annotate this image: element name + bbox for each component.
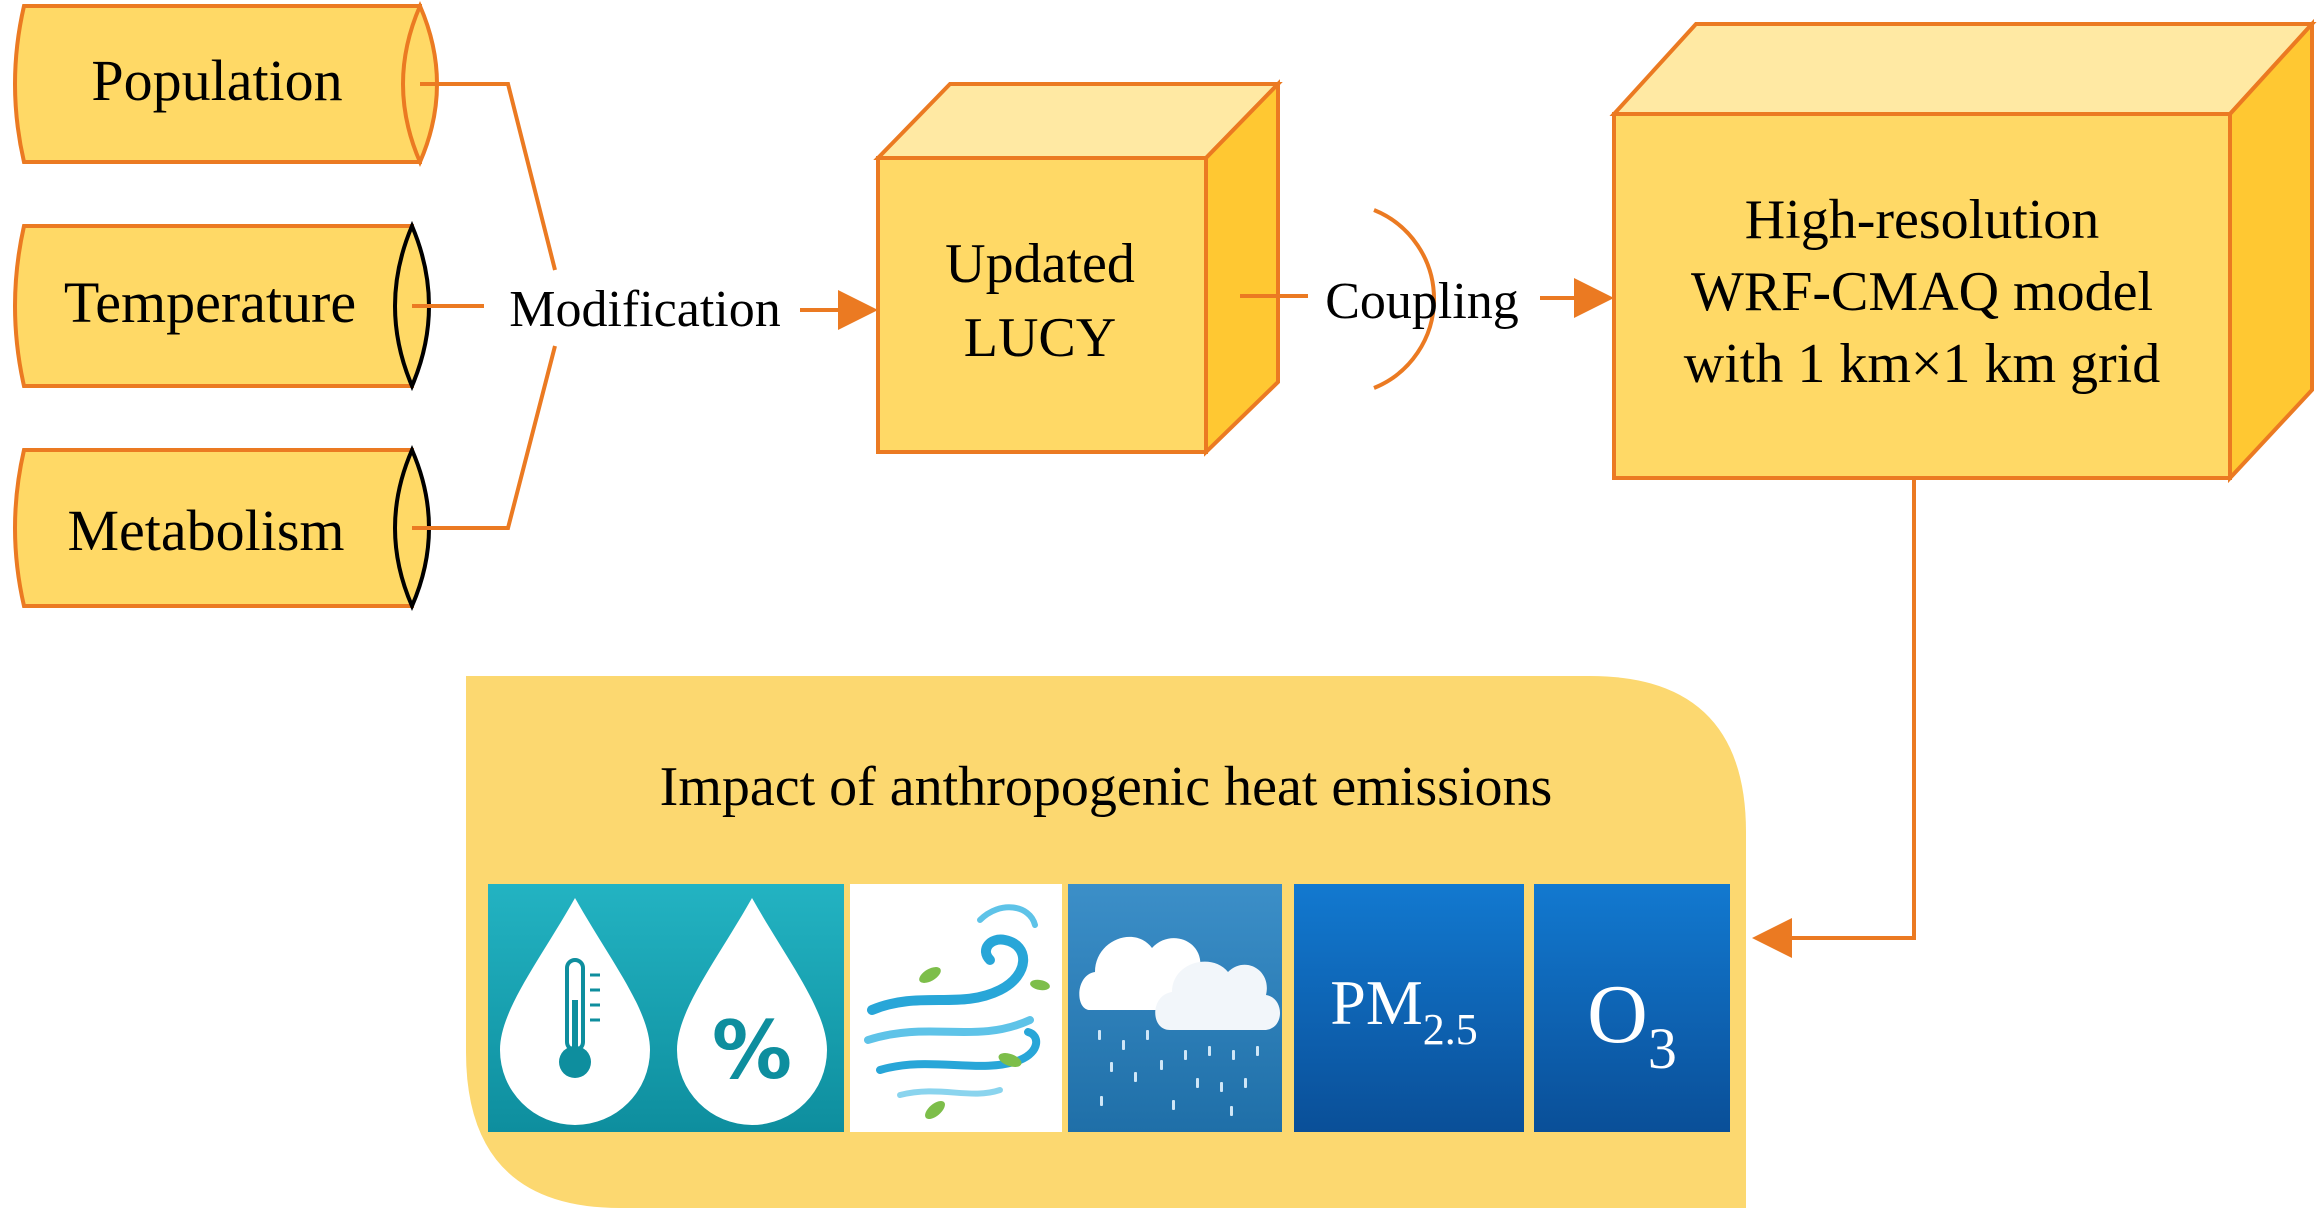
pm-label: PM — [1330, 967, 1423, 1038]
tile-temperature-humidity: % — [488, 884, 844, 1132]
impact-panel: Impact of anthropogenic heat emissions % — [466, 676, 1746, 1208]
svg-text:PM2.5: PM2.5 — [1330, 967, 1478, 1054]
humidity-drop-icon: % — [677, 898, 827, 1125]
input-metabolism: Metabolism — [13, 444, 431, 612]
input-population: Population — [13, 0, 439, 168]
model-cube: High-resolution WRF-CMAQ model with 1 km… — [1609, 18, 2317, 484]
model-label-line2: WRF-CMAQ model — [1691, 261, 2153, 323]
o3-label: O — [1587, 968, 1648, 1061]
rain-cloud-icon — [1079, 936, 1281, 1116]
tile-wind — [850, 884, 1062, 1132]
lucy-label-line2: LUCY — [964, 307, 1116, 369]
pm-subscript: 2.5 — [1423, 1005, 1478, 1054]
temperature-drop-icon — [500, 898, 650, 1125]
lucy-cube: Updated LUCY — [873, 79, 1283, 457]
tile-rain — [1068, 884, 1282, 1132]
modification-label: Modification — [509, 281, 781, 338]
model-label-line3: with 1 km×1 km grid — [1684, 333, 2160, 395]
input-label-population: Population — [91, 48, 342, 113]
tile-o3: O3 — [1534, 884, 1730, 1132]
input-temperature: Temperature — [13, 220, 431, 392]
tile-pm25: PM2.5 — [1294, 884, 1524, 1132]
impact-panel-title: Impact of anthropogenic heat emissions — [660, 756, 1553, 818]
model-label-line1: High-resolution — [1745, 189, 2100, 251]
coupling-label: Coupling — [1325, 273, 1519, 330]
wind-icon — [864, 904, 1050, 1119]
svg-text:%: % — [712, 1004, 792, 1097]
lucy-label-line1: Updated — [945, 233, 1135, 295]
input-label-temperature: Temperature — [64, 270, 356, 335]
svg-text:O3: O3 — [1587, 968, 1677, 1081]
input-label-metabolism: Metabolism — [67, 498, 344, 563]
o3-subscript: 3 — [1648, 1016, 1677, 1081]
model-to-impact-arrow — [1752, 478, 1916, 958]
modification-connectors — [412, 82, 557, 530]
coupling-arc — [1373, 208, 1437, 390]
